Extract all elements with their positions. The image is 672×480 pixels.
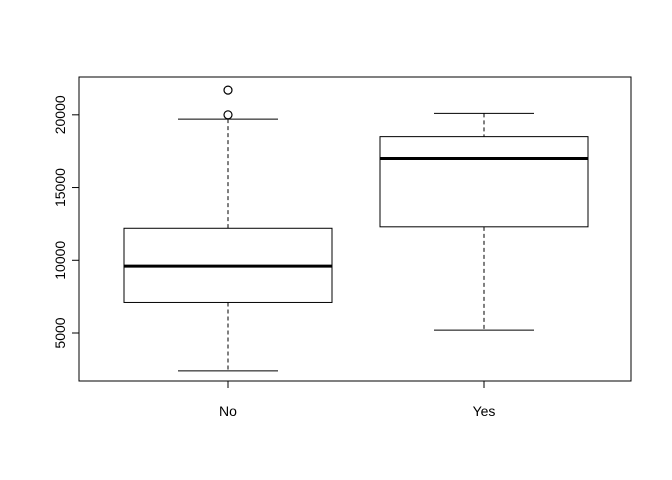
y-tick-label: 5000: [52, 317, 68, 348]
y-tick-label: 15000: [52, 168, 68, 207]
outlier-point: [223, 85, 233, 95]
x-axis: No Yes: [219, 380, 496, 419]
box-no: [123, 85, 333, 372]
y-tick-label: 20000: [52, 95, 68, 134]
x-tick-label: Yes: [473, 403, 496, 419]
y-axis: 5000 10000 15000 20000: [52, 95, 80, 349]
box-iqr: [379, 136, 589, 228]
y-tick-label: 10000: [52, 241, 68, 280]
outlier-point: [223, 110, 233, 120]
x-tick-label: No: [219, 403, 237, 419]
boxes-layer: [123, 85, 589, 372]
box-yes: [379, 112, 589, 331]
